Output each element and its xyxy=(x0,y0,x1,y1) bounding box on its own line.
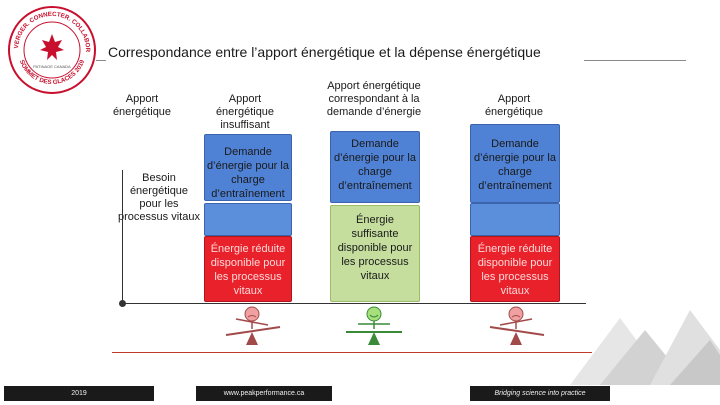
footer-url: www.peakperformance.ca xyxy=(196,386,332,401)
bar-demand-col3 xyxy=(330,131,420,203)
x-axis xyxy=(122,303,586,304)
text-demand-col4: Demande d’énergie pour la charge d’entra… xyxy=(474,138,556,192)
bar-demand-col2 xyxy=(204,134,292,201)
bar-blue-gap-col4 xyxy=(470,203,560,236)
bar-demand-col4 xyxy=(470,124,560,203)
label-besoin: Besoin énergétique pour les processus vi… xyxy=(118,172,200,223)
sommet-des-glaces-logo: CONVERGER. CONNECTER. COLLABORER. SOMMET… xyxy=(6,4,96,94)
label-apport-4: Apport énergétique xyxy=(484,93,544,118)
y-axis xyxy=(122,170,123,306)
bottom-divider xyxy=(112,352,592,353)
label-apport-insuffisant: Apport énergétique insuffisant xyxy=(215,93,275,131)
title-rule-right xyxy=(584,60,686,61)
bar-reduced-col2 xyxy=(204,236,292,302)
footer-year: 2019 xyxy=(4,386,154,401)
unbalanced-figure-icon-right xyxy=(489,306,545,345)
bar-sufficient-col3 xyxy=(330,205,420,302)
svg-text:PATINAGE CANADA: PATINAGE CANADA xyxy=(33,64,71,69)
text-reduced-col4: Énergie réduite disponible pour les proc… xyxy=(477,243,553,297)
text-demand-col3: Demande d’énergie pour la charge d’entra… xyxy=(334,138,416,192)
mountains-decoration-icon xyxy=(570,310,720,385)
unbalanced-figure-icon xyxy=(225,306,281,345)
text-demand-col2: Demande d’énergie pour la charge d’entra… xyxy=(207,146,289,200)
footer: 2019 www.peakperformance.ca Bridging sci… xyxy=(0,383,720,405)
title-rule-left xyxy=(96,60,106,61)
text-sufficient-col3: Énergie suffisante disponible pour les p… xyxy=(337,214,413,282)
balanced-figure-icon xyxy=(346,306,402,345)
footer-slogan: Bridging science into practice xyxy=(470,386,610,401)
label-apport-correspondant: Apport énergétique correspondant à la de… xyxy=(326,80,422,118)
bar-reduced-col4 xyxy=(470,236,560,302)
label-apport-1: Apport énergétique xyxy=(112,93,172,118)
bar-blue-gap-col2 xyxy=(204,203,292,236)
slide-title: Correspondance entre l’apport énergétiqu… xyxy=(108,44,541,60)
text-reduced-col2: Énergie réduite disponible pour les proc… xyxy=(210,243,286,297)
